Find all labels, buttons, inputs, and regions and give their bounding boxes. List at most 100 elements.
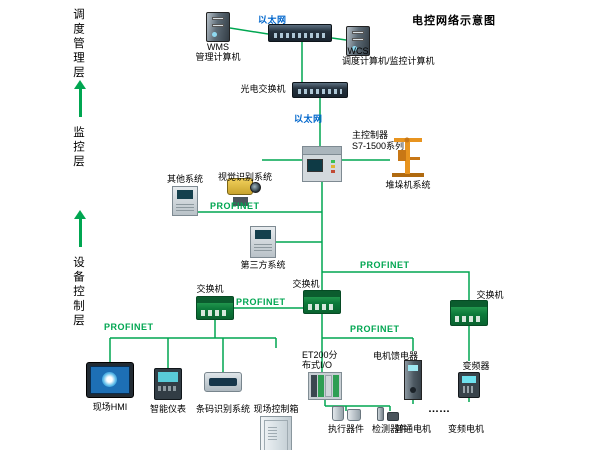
et200-io-icon	[308, 372, 342, 400]
more-devices-ellipsis: ……	[428, 403, 450, 415]
hmi-logo	[102, 372, 117, 387]
switch-right-icon	[450, 300, 488, 326]
plc-top-strip	[303, 147, 341, 155]
actuator-label: 执行器件	[328, 424, 365, 434]
wms-name: WMS	[207, 42, 229, 52]
switch-ports	[455, 316, 483, 322]
control-cabinet-label: 现场控制箱	[253, 404, 299, 414]
switch-ports	[201, 310, 229, 316]
profinet-label-switch-link: PROFINET	[236, 297, 286, 307]
cabinet-door	[264, 420, 288, 450]
layer-label-management: 调度管理层	[72, 8, 84, 81]
switch-ports	[308, 304, 336, 310]
arrow-shaft	[78, 219, 82, 247]
ethernet-label-mid: 以太网	[294, 114, 323, 124]
switch-right-label: 交换机	[476, 290, 504, 300]
wcs-desc: 调度计算机/监控计算机	[342, 56, 435, 66]
smart-meter-label: 智能仪表	[149, 404, 186, 414]
vfd-label: 变频器	[460, 361, 492, 372]
plc-screen	[307, 159, 323, 172]
actuator-icons	[332, 406, 361, 421]
main-plc-icon	[302, 146, 342, 182]
camera-base	[233, 197, 248, 206]
plc-screen	[176, 190, 194, 199]
layer-label-monitoring: 监控层	[72, 126, 84, 170]
vfd-motor-label: 变频电机	[448, 424, 485, 434]
actuator-cylinder	[347, 409, 361, 421]
sensor-icons	[377, 407, 399, 421]
control-cabinet-icon	[260, 416, 292, 450]
arrow-head	[74, 80, 86, 89]
layer-label-device-control: 设备控制层	[72, 256, 84, 329]
vision-camera-icon	[226, 174, 262, 206]
feeder-label: 电机馈电器	[372, 351, 420, 362]
server-led	[352, 46, 357, 51]
wms-desc: 管理计算机	[195, 52, 241, 62]
io-module	[333, 375, 339, 397]
cabinet-vent	[268, 426, 277, 440]
io-module	[317, 375, 324, 397]
third-party-label: 第三方系统	[240, 260, 286, 270]
profinet-label-other: PROFINET	[210, 201, 260, 211]
meter-buttons	[158, 386, 178, 391]
actuator-cylinder	[332, 406, 344, 421]
optical-switch-label: 光电交换机	[240, 84, 286, 94]
io-module	[324, 375, 333, 397]
arrow-head	[74, 210, 86, 219]
camera-lens	[250, 182, 261, 193]
vfd-icon	[458, 372, 480, 398]
ethernet-label-top: 以太网	[258, 15, 287, 25]
up-arrow-icon	[73, 80, 87, 117]
io-module	[311, 375, 317, 397]
vfd-keys	[463, 386, 475, 393]
plc-screen	[254, 230, 272, 239]
wms-server-icon	[206, 12, 230, 42]
barcode-scanner-icon	[204, 372, 242, 392]
third-party-plc-icon	[250, 226, 276, 258]
barcode-label: 条码识别系统	[195, 404, 250, 414]
main-controller-label: 主控制器	[352, 130, 389, 140]
motor-feeder-icon	[404, 360, 422, 400]
switch-top-strip	[451, 301, 487, 307]
server-slot	[212, 17, 224, 20]
wcs-name: WCS	[347, 46, 369, 56]
plc-leds	[331, 160, 335, 163]
switch-ports	[274, 33, 326, 38]
profinet-label-left-bus: PROFINET	[104, 322, 154, 332]
hmi-label: 现场HMI	[92, 402, 128, 412]
et200-label-line2: 布式I/O	[302, 360, 333, 370]
server-slot	[352, 31, 364, 34]
normal-motor-label: 普通电机	[395, 424, 432, 434]
other-system-label: 其他系统	[167, 174, 204, 184]
server-slot	[352, 38, 364, 41]
wcs-server-icon	[346, 26, 370, 56]
switch-top-strip	[197, 297, 233, 303]
stacker-crane-icon	[390, 136, 426, 183]
feeder-display	[408, 365, 418, 371]
profinet-label-mid-bus: PROFINET	[350, 324, 400, 334]
server-slot	[212, 24, 224, 27]
arrow-shaft	[78, 89, 82, 117]
feeder-knob	[410, 387, 416, 393]
switch-left-label: 交换机	[196, 284, 224, 294]
hmi-panel-icon	[86, 362, 134, 398]
switch-left-icon	[196, 296, 234, 320]
meter-screen	[158, 372, 178, 382]
switch-mid-label: 交换机	[292, 279, 320, 289]
page-title: 电控网络示意图	[412, 15, 496, 27]
hmi-screen	[90, 366, 130, 394]
switch-top-strip	[304, 291, 340, 297]
sensor-label: 检测器件	[372, 424, 409, 434]
sensor-probe	[377, 407, 384, 421]
plc-terminals	[176, 202, 194, 211]
optical-switch-icon	[292, 82, 348, 98]
sensor-box	[387, 412, 399, 421]
switch-ports	[298, 89, 342, 94]
switch-mid-icon	[303, 290, 341, 314]
main-controller-series: S7-1500系列	[352, 141, 405, 151]
server-led	[212, 32, 217, 37]
up-arrow-icon	[73, 210, 87, 247]
stacker-label: 堆垛机系统	[385, 180, 431, 190]
